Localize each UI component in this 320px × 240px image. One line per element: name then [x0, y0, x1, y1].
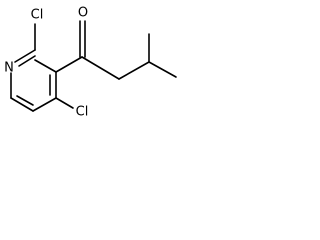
bond-ch-methyl-right	[148, 61, 177, 78]
bond-c3-carbonyl	[55, 56, 83, 73]
bond-c3-c2	[34, 59, 57, 73]
bond-ch2-ch	[118, 61, 150, 80]
bond-c2-n1	[14, 49, 36, 63]
atom-label-chlorine-top: Cl	[31, 8, 44, 23]
chemical-structure-diagram: N Cl Cl O	[4, 6, 177, 120]
bond-c2-n1-inner	[18, 55, 36, 67]
atom-label-chlorine-bottom: Cl	[76, 105, 89, 120]
bond-c6-c5	[10, 97, 34, 112]
bond-carbonyl-ch2	[81, 56, 120, 80]
atom-label-nitrogen: N	[4, 61, 14, 76]
atom-label-oxygen: O	[78, 6, 88, 21]
bond-c5-c4	[32, 97, 57, 112]
bond-c6-c5-inner	[16, 95, 34, 106]
bond-c4-cl	[55, 97, 74, 109]
